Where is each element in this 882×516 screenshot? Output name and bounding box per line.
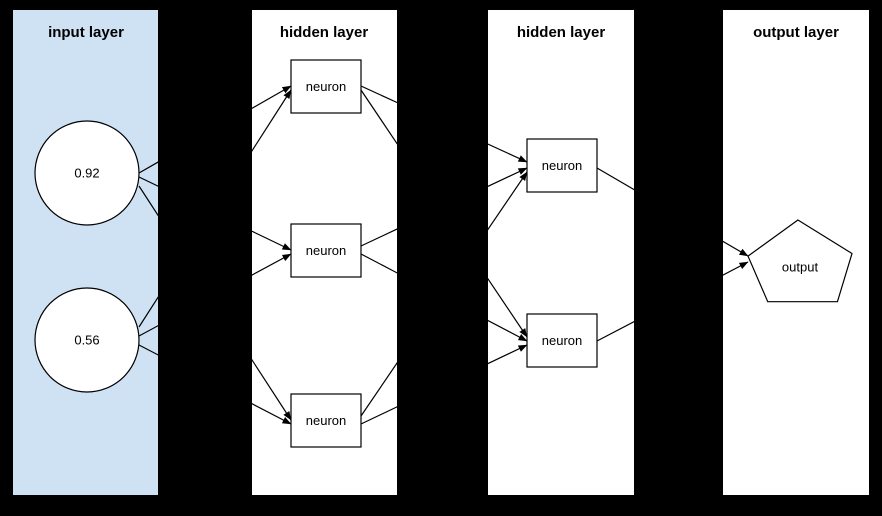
layer-titles: input layer hidden layer hidden layer outpu… — [48, 24, 839, 41]
node-label: neuron — [306, 79, 346, 94]
layer-title-hidden-2: hidden layer — [517, 24, 606, 41]
node-h1-0[interactable]: neuron — [290, 59, 362, 114]
edge-e-h21-out — [596, 320, 634, 342]
edge-e-in0-h11 — [252, 230, 292, 251]
node-label: neuron — [542, 333, 582, 348]
edge-e-h12-h20 — [360, 362, 397, 417]
edge-e-in1-h11 — [252, 253, 292, 276]
layer-nodes: 0.92 0.56 neuron neuron neuron neuron neuron ou… — [34, 59, 853, 448]
layer-panels — [13, 10, 869, 495]
edge-e-h11-h21 — [488, 319, 528, 342]
node-out-0[interactable]: output — [747, 219, 853, 303]
node-label: neuron — [542, 158, 582, 173]
edge-e-h11-h20 — [360, 228, 397, 247]
node-shape-rect — [290, 393, 362, 448]
node-shape-rect — [526, 138, 598, 193]
node-shape-ellipse — [34, 120, 140, 226]
node-label: neuron — [306, 243, 346, 258]
node-label: output — [782, 260, 819, 275]
edge-e-h10-h21 — [360, 89, 397, 145]
node-h2-1[interactable]: neuron — [526, 313, 598, 368]
edge-e-h20-out — [596, 167, 634, 191]
node-shape-rect — [526, 313, 598, 368]
node-shape-pentagon — [747, 219, 853, 303]
edge-e-h10-h21 — [488, 277, 528, 338]
edge-e-h10-h20 — [360, 85, 397, 104]
node-in-0[interactable]: 0.92 — [34, 120, 140, 226]
node-shape-rect — [290, 59, 362, 114]
layer-panel-input — [13, 10, 158, 495]
node-h2-0[interactable]: neuron — [526, 138, 598, 193]
connection-edges — [138, 85, 749, 425]
edge-e-h12-h21 — [488, 344, 528, 365]
layer-title-output: output layer — [753, 24, 839, 41]
node-shape-rect — [290, 223, 362, 278]
layer-panel-hidden-2 — [488, 10, 634, 495]
edge-e-h11-h21 — [360, 253, 397, 274]
node-label: 0.56 — [74, 333, 99, 348]
edge-e-h12-h20 — [488, 171, 528, 231]
edge-e-in0-h12 — [252, 358, 292, 421]
edge-e-in1-h12 — [252, 403, 292, 425]
node-in-1[interactable]: 0.56 — [34, 287, 140, 393]
node-label: 0.92 — [74, 166, 99, 181]
edge-e-in0-h10 — [252, 85, 292, 110]
layer-title-input: input layer — [48, 24, 124, 41]
node-h1-1[interactable]: neuron — [290, 223, 362, 278]
node-label: neuron — [306, 413, 346, 428]
layer-title-hidden-1: hidden layer — [280, 24, 369, 41]
edge-e-in1-h10 — [252, 89, 292, 152]
node-h1-2[interactable]: neuron — [290, 393, 362, 448]
node-shape-ellipse — [34, 287, 140, 393]
edge-e-h12-h21 — [360, 406, 397, 425]
edge-e-h10-h20 — [488, 143, 528, 163]
edge-e-h11-h20 — [488, 167, 528, 187]
